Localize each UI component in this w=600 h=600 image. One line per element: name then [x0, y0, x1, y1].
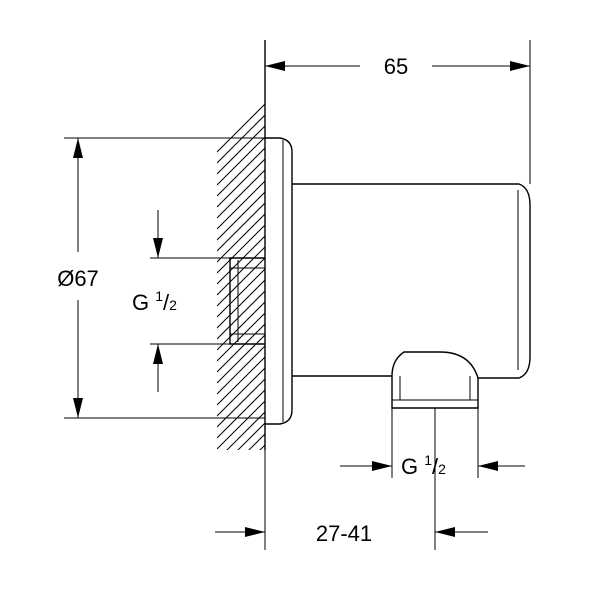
hatch-line [217, 224, 265, 274]
projection-range-label: 27-41 [316, 521, 372, 546]
hatch-line [217, 456, 265, 504]
dimension-projection-range: 27-41 [215, 408, 488, 550]
hatch-line [217, 191, 265, 241]
hatch-line [217, 378, 265, 428]
hatch-line [217, 279, 265, 329]
elbow-body-outline [292, 183, 531, 379]
hatch-line [237, 422, 265, 450]
hatch-line [217, 345, 265, 395]
wall-thread-label: G 1/2 [132, 288, 177, 315]
hatch-line [259, 444, 265, 450]
dimension-overall-length: 65 [265, 40, 531, 184]
outlet-thread-label: G 1/2 [401, 452, 446, 479]
hatch-line [217, 323, 265, 373]
hatch-line [217, 257, 265, 307]
flange-outline [265, 137, 293, 425]
hatch-line [217, 235, 265, 285]
hatch-line [248, 433, 265, 450]
hatch-line [217, 478, 265, 526]
dimension-wall-thread: G 1/2 [132, 210, 265, 392]
dimension-outlet-thread: G 1/2 [340, 408, 525, 479]
hatch-line [217, 511, 265, 559]
hatch-line [217, 522, 265, 570]
hatch-line [217, 213, 265, 263]
hatch-line [217, 334, 265, 384]
hatch-line [217, 356, 265, 406]
hatch-line [217, 467, 265, 515]
outlet-thread-connector [391, 376, 479, 409]
hatch-line [217, 136, 265, 186]
hatch-line [217, 312, 265, 362]
hatch-line [217, 180, 265, 230]
overall-length-label: 65 [384, 54, 408, 79]
flange-diameter-label: Ø67 [57, 266, 99, 291]
hatch-line [217, 290, 265, 340]
hatch-line [217, 400, 265, 450]
hatch-line [217, 114, 265, 164]
hatch-line [226, 411, 265, 450]
hatch-line [217, 246, 265, 296]
hatch-line [217, 367, 265, 417]
hatch-line [217, 104, 265, 153]
hatch-line [217, 389, 265, 439]
hatch-line [217, 202, 265, 252]
hatch-line [217, 533, 265, 581]
hatch-line [217, 489, 265, 537]
hatch-line [217, 147, 265, 197]
hatch-line [217, 158, 265, 208]
hatch-line [217, 169, 265, 219]
dimension-flange-diameter: Ø67 [57, 137, 265, 419]
hatch-line [217, 301, 265, 351]
hatch-line [217, 268, 265, 318]
hatch-line [217, 125, 265, 175]
hatch-line [217, 500, 265, 548]
wall-hatching [217, 104, 265, 581]
